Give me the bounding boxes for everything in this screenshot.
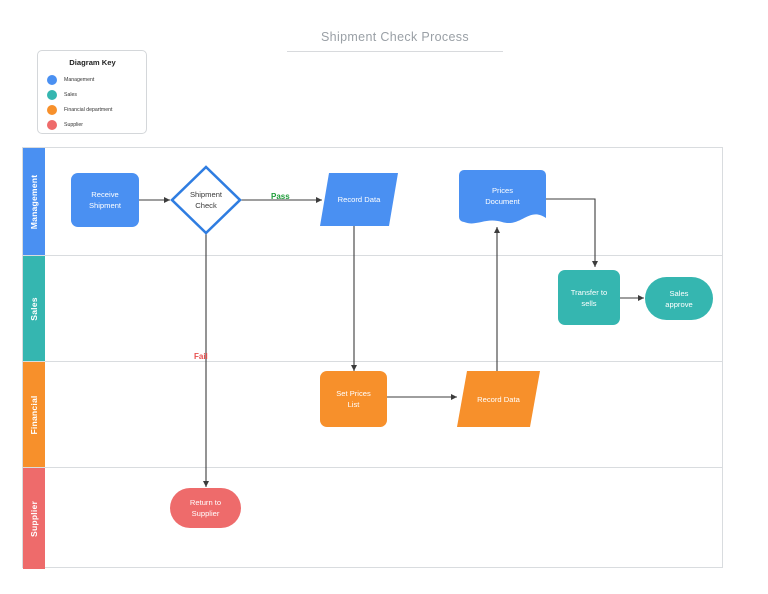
legend-item-label: Financial department: [64, 106, 113, 113]
legend-item-sales: Sales: [47, 87, 138, 102]
edge-prices-doc-to-transfer: [546, 198, 598, 267]
lane-header-sales: Sales: [23, 256, 45, 361]
node-record-data-financial[interactable]: Record Data: [457, 371, 540, 427]
lane-header-supplier: Supplier: [23, 468, 45, 569]
legend-item-label: Sales: [64, 91, 77, 98]
document-shape-icon: [459, 170, 546, 224]
legend-item-supplier: Supplier: [47, 117, 138, 132]
node-label: Record Data: [337, 195, 381, 204]
diagram-key-legend: Diagram Key Management Sales Financial d…: [37, 50, 147, 134]
legend-swatch-icon: [47, 89, 57, 100]
node-label: Record Data: [477, 394, 520, 404]
legend-item-management: Management: [47, 72, 138, 87]
diamond-shape-icon: [170, 165, 242, 235]
legend-swatch-icon: [47, 104, 57, 115]
parallelogram-shape-icon: [457, 371, 540, 427]
legend-title: Diagram Key: [69, 58, 116, 67]
parallelogram-shape-icon: [320, 173, 398, 226]
lane-sales: Sales: [23, 256, 722, 362]
edge-label-fail: Fail: [194, 352, 208, 361]
legend-swatch-icon: [47, 119, 57, 130]
lane-financial: Financial: [23, 362, 722, 468]
lane-header-financial: Financial: [23, 362, 45, 467]
page-title: Shipment Check Process: [287, 30, 503, 52]
lane-header-management: Management: [23, 148, 45, 255]
lane-supplier: Supplier: [23, 468, 722, 569]
lane-management: Management: [23, 148, 722, 256]
legend-item-label: Management: [64, 76, 95, 83]
legend-swatch-icon: [47, 74, 57, 85]
edge-label-pass: Pass: [271, 192, 290, 201]
node-record-data-management[interactable]: Record Data: [320, 173, 398, 226]
legend-item-label: Supplier: [64, 121, 84, 128]
legend-item-financial-department: Financial department: [47, 102, 138, 117]
swimlane-diagram: Management Sales Financial Supplier: [22, 147, 723, 569]
